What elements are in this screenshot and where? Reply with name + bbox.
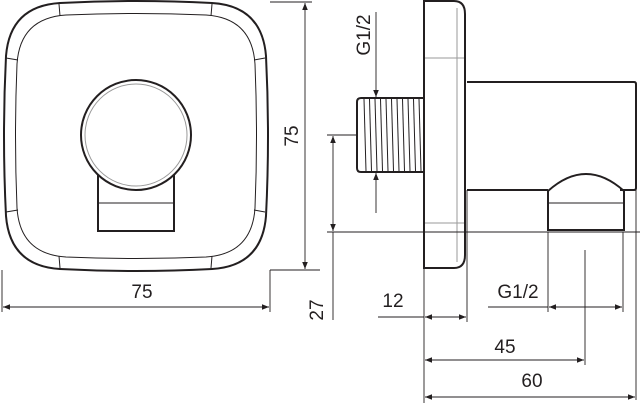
hose-nozzle [547, 173, 625, 231]
thread-line [407, 98, 411, 172]
front-dimensions: 75 75 [1, 1, 320, 312]
thread-line [402, 98, 405, 172]
thread-line [385, 98, 389, 172]
outlet-body-circle [80, 79, 192, 191]
inlet-thread [356, 97, 424, 173]
plate-depth-label: 12 [382, 291, 403, 312]
thread-line [413, 98, 416, 172]
outlet-thread-label: G1/2 [497, 282, 538, 303]
side-view [356, 0, 637, 269]
thread-line [363, 98, 367, 172]
front-view [3, 0, 269, 272]
inlet-thread-label: G1/2 [354, 14, 375, 55]
thread-line [369, 98, 372, 172]
front-plate-inner [15, 13, 257, 259]
thread-line [374, 98, 378, 172]
thread-line [380, 98, 383, 172]
outlet-body [467, 81, 637, 191]
thread-line [396, 98, 400, 172]
outlet-offset-label: 45 [494, 337, 515, 358]
wall-plate-profile [423, 0, 466, 269]
thread-line [418, 98, 422, 172]
thread-line [391, 98, 394, 172]
outlet-height-label: 27 [307, 299, 328, 320]
front-plate-outline [3, 0, 269, 272]
total-depth-label: 60 [521, 371, 542, 392]
plate-segment-marks [5, 3, 266, 269]
side-dimensions: G1/2 27 12 G1/2 45 60 [307, 12, 640, 403]
front-height-label: 75 [282, 125, 303, 146]
front-width-label: 75 [131, 282, 152, 303]
